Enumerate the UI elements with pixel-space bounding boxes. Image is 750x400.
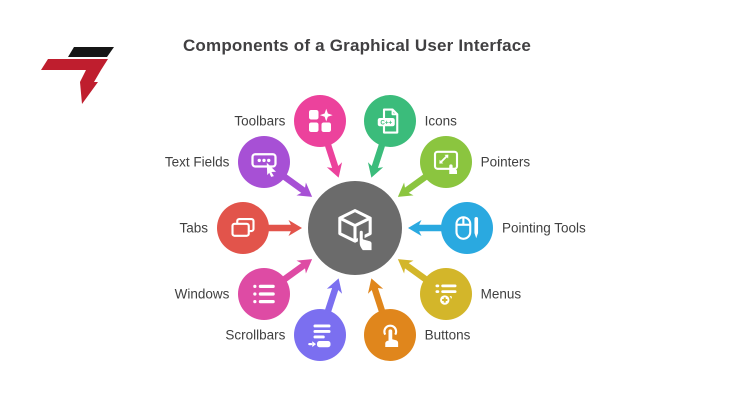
node-icons: C++ [363, 95, 416, 148]
tabs-stack-icon [228, 213, 258, 243]
arrow-head-buttons [367, 278, 384, 294]
arrow-head-pointers [397, 182, 414, 197]
arrow-head-toolbars [326, 162, 343, 178]
page-title: Components of a Graphical User Interface [182, 36, 532, 55]
arrow-head-pointing-tools [408, 220, 422, 236]
file-code-icon: C++ [375, 106, 405, 136]
mouse-pen-icon [452, 213, 482, 243]
node-buttons [363, 308, 416, 361]
label-windows: Windows [174, 286, 230, 302]
svg-text:C++: C++ [380, 120, 392, 127]
node-pointers [419, 136, 472, 189]
grid-sparkle-icon [305, 106, 335, 136]
label-pointers: Pointers [480, 154, 531, 170]
arrow-tail-toolbars [324, 141, 339, 171]
label-scrollbars: Scrollbars [225, 327, 286, 343]
logo-red-bar [41, 59, 108, 70]
arrow-head-text-fields [296, 182, 313, 197]
brand-logo [41, 47, 114, 104]
node-tabs [217, 202, 269, 254]
center-hub [308, 181, 402, 275]
text-cursor-icon [249, 147, 279, 178]
arrow-tail-text-fields [280, 172, 307, 195]
label-icons: Icons [424, 113, 457, 129]
label-text-fields: Text Fields [164, 154, 230, 170]
cube-touch-icon [328, 201, 382, 255]
arrow-head-tabs [288, 220, 302, 236]
label-toolbars: Toolbars [234, 113, 286, 129]
arrow-head-scrollbars [326, 278, 343, 294]
node-menus [419, 267, 472, 320]
node-text-fields [238, 136, 291, 189]
logo-black-bar [68, 47, 114, 57]
tap-icon [375, 320, 405, 350]
arrow-tail-icons [371, 141, 386, 171]
arrow-tail-windows [280, 261, 307, 284]
logo-red-stem [80, 70, 101, 104]
label-menus: Menus [480, 286, 522, 302]
scrollbar-icon [305, 320, 335, 350]
arrow-head-icons [367, 162, 384, 178]
arrow-head-windows [296, 259, 313, 274]
arrow-head-menus [397, 259, 414, 274]
node-scrollbars [294, 308, 347, 361]
node-windows [238, 267, 291, 320]
screen-touch-icon [431, 147, 461, 177]
label-pointing-tools: Pointing Tools [502, 220, 586, 236]
node-toolbars [294, 95, 347, 148]
node-pointing-tools [441, 202, 493, 254]
label-buttons: Buttons [424, 327, 471, 343]
label-tabs: Tabs [179, 220, 208, 236]
bullet-list-icon [249, 279, 279, 309]
list-plus-icon [431, 279, 461, 309]
